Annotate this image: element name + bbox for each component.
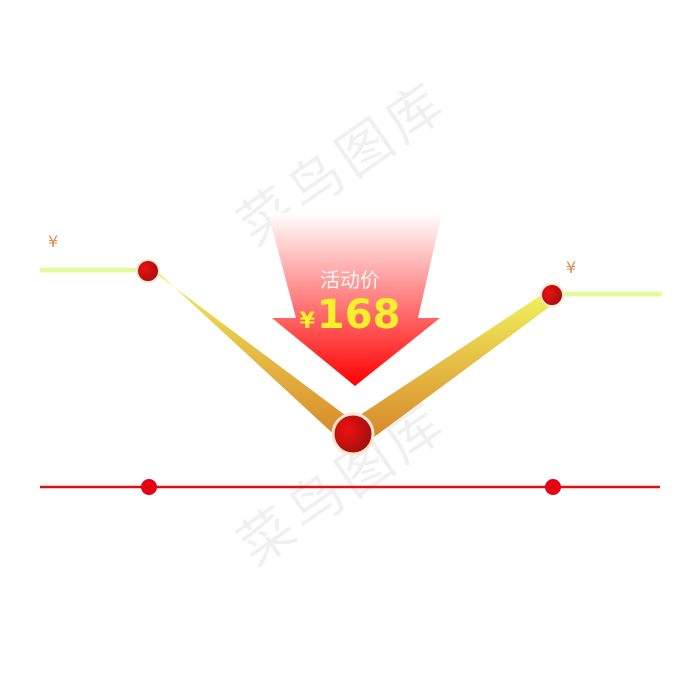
trend-line-left [148, 263, 365, 440]
baseline-dot-right [545, 479, 561, 495]
price-value: ¥168 [0, 292, 700, 338]
point-center [331, 412, 375, 456]
down-arrow [268, 213, 442, 386]
activity-price-label: 活动价 [320, 268, 380, 292]
point-left [136, 259, 160, 283]
left-yen-marker: ¥ [48, 232, 59, 251]
currency-symbol: ¥ [299, 309, 315, 334]
price-number: 168 [316, 292, 401, 338]
trend-line-right [345, 288, 556, 440]
point-right [540, 283, 564, 307]
baseline-dot-left [141, 479, 157, 495]
right-yen-marker: ¥ [566, 258, 577, 277]
